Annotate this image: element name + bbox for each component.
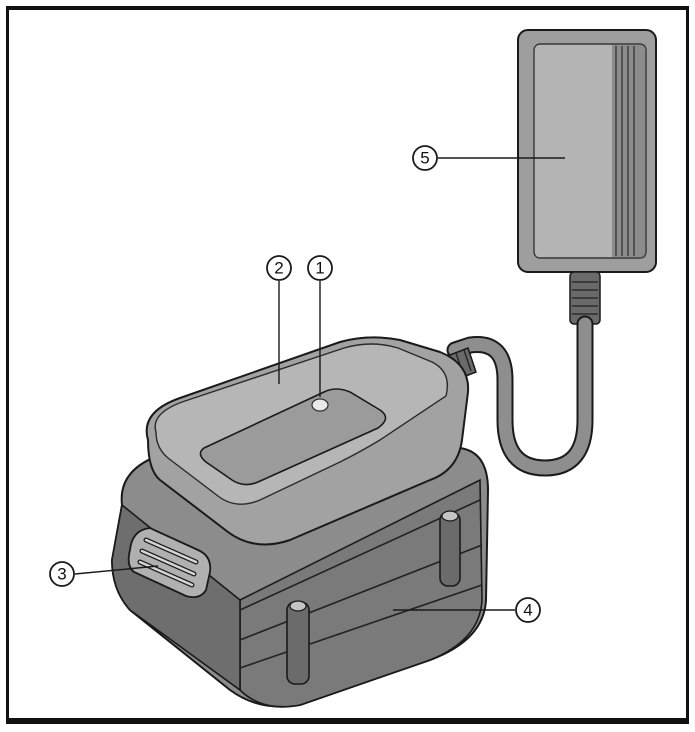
callout-1: 1 (307, 255, 333, 397)
figure-frame-top (6, 6, 689, 10)
release-button (127, 527, 212, 599)
figure-frame-bottom (6, 718, 689, 724)
callout-3-label: 3 (57, 565, 66, 584)
figure-frame-left (6, 6, 9, 724)
power-cable (446, 315, 594, 477)
callout-4-label: 4 (523, 601, 532, 620)
charge-indicator-led (311, 398, 329, 412)
callout-2-label: 2 (274, 259, 283, 278)
callout-1-label: 1 (315, 259, 324, 278)
callout-3-marker (49, 561, 75, 587)
callout-5-label: 5 (420, 149, 429, 168)
figure-frame-right (686, 6, 689, 724)
callout-2: 2 (266, 255, 292, 384)
callout-4-marker (515, 597, 541, 623)
callout-5: 5 (412, 145, 565, 171)
power-supply-adapter (517, 29, 657, 273)
callout-3: 3 (49, 561, 159, 587)
adapter-unit (110, 336, 490, 708)
callout-4: 4 (393, 597, 541, 623)
callout-1-marker (307, 255, 333, 281)
callout-2-marker (266, 255, 292, 281)
callout-3-leader (74, 565, 159, 575)
callout-5-marker (412, 145, 438, 171)
adapter-strain-relief (569, 271, 601, 325)
